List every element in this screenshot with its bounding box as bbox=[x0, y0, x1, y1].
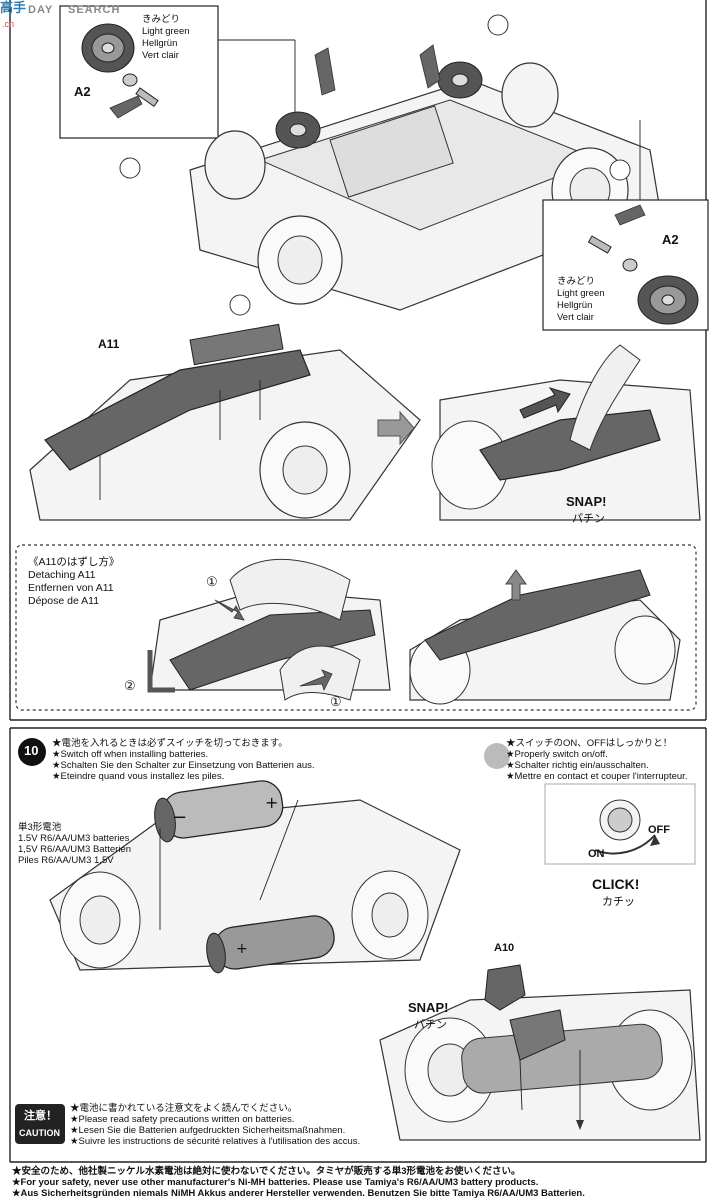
snap-label: SNAP! bbox=[566, 494, 607, 509]
click-label-jp: カチッ bbox=[602, 896, 635, 908]
caution-badge-jp: 注意！ bbox=[24, 1110, 57, 1122]
footer-note-de: ★Aus Sicherheitsgründen niemals NiMH Akk… bbox=[12, 1188, 585, 1199]
switch-on-label: ON bbox=[588, 848, 605, 860]
battery-label-fr: Piles R6/AA/UM3 1,5V bbox=[18, 855, 114, 866]
callout-left-part: A2 bbox=[74, 84, 91, 99]
left-note-en: ★Switch off when installing batteries. bbox=[52, 749, 209, 760]
watermark-logo: 高手 bbox=[0, 0, 27, 15]
callout-right-de: Hellgrün bbox=[557, 300, 593, 311]
battery-cover-snap-illustration bbox=[431, 344, 701, 521]
battery-cover-install-illustration bbox=[29, 323, 421, 521]
callout-left-jp: きみどり bbox=[142, 14, 181, 25]
cover-a10-illustration bbox=[379, 964, 701, 1141]
caution-note-fr: ★Suivre les instructions de sécurité rel… bbox=[70, 1136, 361, 1147]
caution-note-jp: ★電池に書かれている注意文をよく読んでください。 bbox=[70, 1103, 298, 1114]
detach-jp: 《A11のはずし方》 bbox=[28, 556, 120, 568]
switch-off-label: OFF bbox=[648, 824, 670, 836]
cover-a10-shape bbox=[484, 964, 526, 1011]
detach-fr: Dépose de A11 bbox=[28, 595, 100, 607]
callout-left-fr: Vert clair bbox=[142, 50, 179, 61]
battery-icon: − + bbox=[154, 780, 284, 843]
right-note-fr: ★Mettre en contact et couper l'interrupt… bbox=[506, 771, 688, 782]
step-number: 10 bbox=[24, 743, 39, 758]
left-note-fr: ★Eteindre quand vous installez les piles… bbox=[52, 771, 225, 782]
svg-text:+: + bbox=[265, 793, 278, 812]
callout-right-fr: Vert clair bbox=[557, 312, 594, 323]
next-step-arrow-icon bbox=[377, 410, 415, 446]
snap-a10-label: SNAP! bbox=[408, 1000, 449, 1015]
lift-arrow-icon bbox=[505, 569, 527, 601]
footer-note-en: ★For your safety, never use other manufa… bbox=[12, 1177, 539, 1188]
battery-label-en: 1.5V R6/AA/UM3 batteries bbox=[18, 833, 130, 844]
bearing-icon bbox=[122, 73, 159, 108]
caution-badge-en: CAUTION bbox=[19, 1128, 60, 1138]
left-note-de: ★Schalten Sie den Schalter zur Einsetzun… bbox=[52, 760, 315, 771]
battery-icon-2: + bbox=[206, 915, 335, 974]
note-ornament-icon bbox=[484, 743, 510, 769]
finger-pressing-icon bbox=[569, 344, 641, 451]
svg-text:−: − bbox=[172, 807, 187, 828]
insert-arrow-icon bbox=[109, 95, 143, 119]
watermark-site: .cn bbox=[2, 19, 15, 29]
battery-label-jp: 単3形電池 bbox=[18, 822, 62, 833]
cover-a11-shape bbox=[44, 349, 311, 471]
gear-callout-left-box bbox=[59, 5, 219, 139]
watermark-brand-right: SEARCH bbox=[68, 4, 121, 16]
left-note-jp: ★電池を入れるときは必ずスイッチを切っておきます。 bbox=[52, 738, 288, 749]
caution-note-de: ★Lesen Sie die Batterien aufgedruckten S… bbox=[70, 1125, 346, 1136]
callout-left-en: Light green bbox=[142, 26, 190, 37]
right-note-de: ★Schalter richtig ein/ausschalten. bbox=[506, 760, 649, 771]
snap-label-jp: パチン bbox=[572, 513, 605, 525]
detach-marker-1: ① bbox=[206, 574, 218, 589]
callout-left-de: Hellgrün bbox=[142, 38, 178, 49]
push-arrow-icon bbox=[519, 387, 571, 419]
callout-right-en: Light green bbox=[557, 288, 605, 299]
snap-a10-label-jp: パチン bbox=[414, 1019, 447, 1031]
battery-label-de: 1,5V R6/AA/UM3 Batterien bbox=[18, 844, 131, 855]
cover-a10-label: A10 bbox=[494, 942, 515, 954]
battery-install-illustration: − + + bbox=[49, 780, 461, 974]
svg-text:+: + bbox=[236, 941, 248, 957]
watermark: 高手 DAY SEARCH .cn bbox=[0, 0, 160, 32]
detach-illustration-right bbox=[409, 569, 681, 705]
callout-right-part: A2 bbox=[662, 232, 679, 247]
detach-illustration-left bbox=[147, 558, 391, 701]
cover-a11-label: A11 bbox=[98, 337, 120, 351]
detach-marker-1b: ① bbox=[330, 694, 342, 709]
detach-marker-2: ② bbox=[124, 678, 136, 693]
click-label: CLICK! bbox=[592, 876, 640, 892]
footer-note-jp: ★安全のため、他社製ニッケル水素電池は絶対に使わないでください。タミヤが販売する… bbox=[12, 1166, 521, 1177]
crown-gear-icon bbox=[81, 23, 135, 73]
watermark-brand-left: DAY bbox=[28, 4, 54, 16]
step-number-badge bbox=[18, 738, 46, 766]
right-note-jp: ★スイッチのON、OFFはしっかりと！ bbox=[506, 738, 673, 749]
detach-de: Entfernen von A11 bbox=[28, 582, 114, 594]
detach-en: Detaching A11 bbox=[28, 569, 96, 581]
caution-badge bbox=[15, 1104, 65, 1144]
right-note-en: ★Properly switch on/off. bbox=[506, 749, 608, 760]
crown-gear-right-icon bbox=[587, 204, 699, 325]
switch-icon bbox=[594, 799, 660, 855]
callout-right-jp: きみどり bbox=[557, 276, 596, 287]
caution-note-en: ★Please read safety precautions written … bbox=[70, 1114, 295, 1125]
